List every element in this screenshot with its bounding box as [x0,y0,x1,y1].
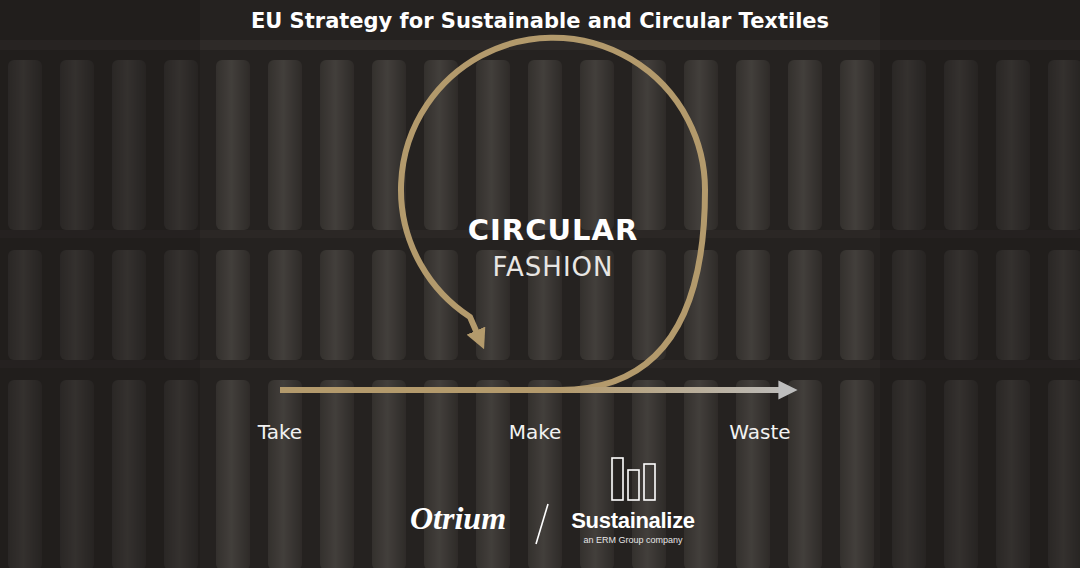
diagram-title: EU Strategy for Sustainable and Circular… [251,9,829,33]
label-wrap: Waste [729,420,790,444]
stage-label: Waste [729,420,790,444]
label-wrap: Take [258,420,302,444]
brand-logo-text: Sustainalize [571,508,695,534]
label-wrap: an ERM Group company [583,535,682,545]
sustainalize-icon [612,458,655,500]
title-wrap: EU Strategy for Sustainable and Circular… [251,9,829,33]
label-wrap: Otrium [410,500,506,537]
brand-tagline: an ERM Group company [583,535,682,545]
label-wrap: Make [509,420,562,444]
stage-label: Make [509,420,562,444]
node-subheading: FASHION [493,249,614,285]
node-heading: CIRCULAR [468,211,639,249]
circle-node: CIRCULARFASHION [438,193,668,303]
separator-slash [536,504,548,544]
brand-logo-text: Otrium [410,500,506,537]
label-wrap: Sustainalize [571,508,695,534]
stage-label: Take [258,420,302,444]
